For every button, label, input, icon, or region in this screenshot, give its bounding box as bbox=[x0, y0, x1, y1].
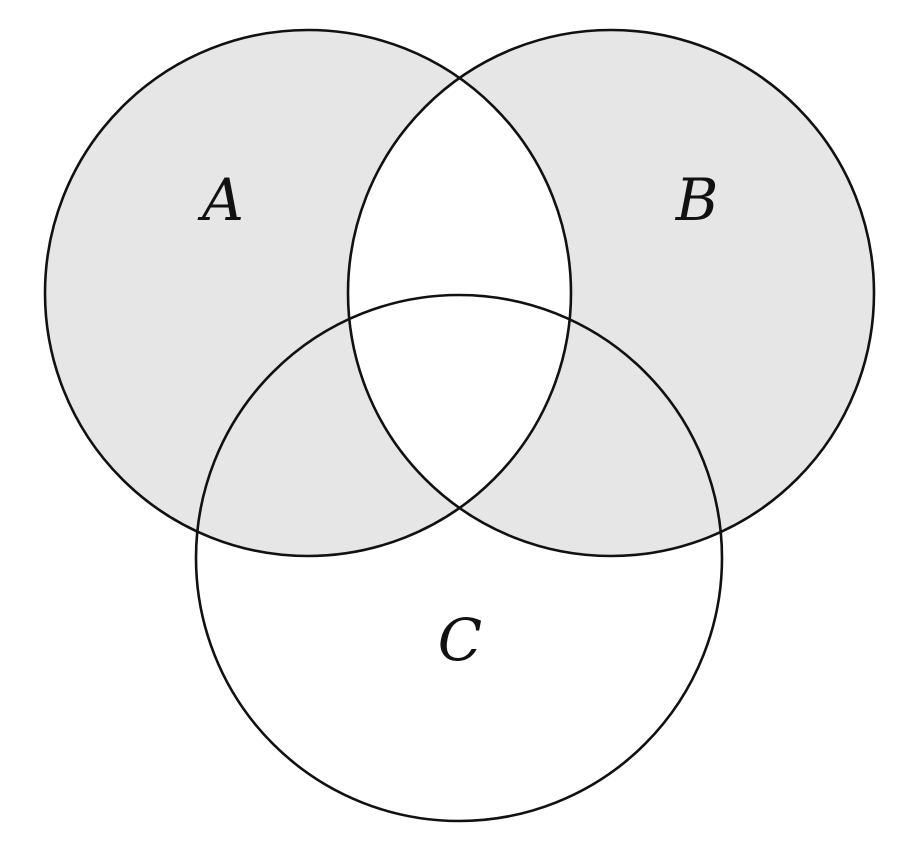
set-label-a: A bbox=[197, 166, 244, 234]
set-label-c: C bbox=[438, 606, 482, 674]
circle-outlines bbox=[45, 30, 874, 821]
set-labels: A B C bbox=[197, 166, 718, 674]
circle-outline-a bbox=[45, 30, 571, 556]
set-label-b: B bbox=[675, 166, 719, 234]
circle-outline-c bbox=[196, 295, 722, 821]
circle-outline-b bbox=[348, 30, 874, 556]
